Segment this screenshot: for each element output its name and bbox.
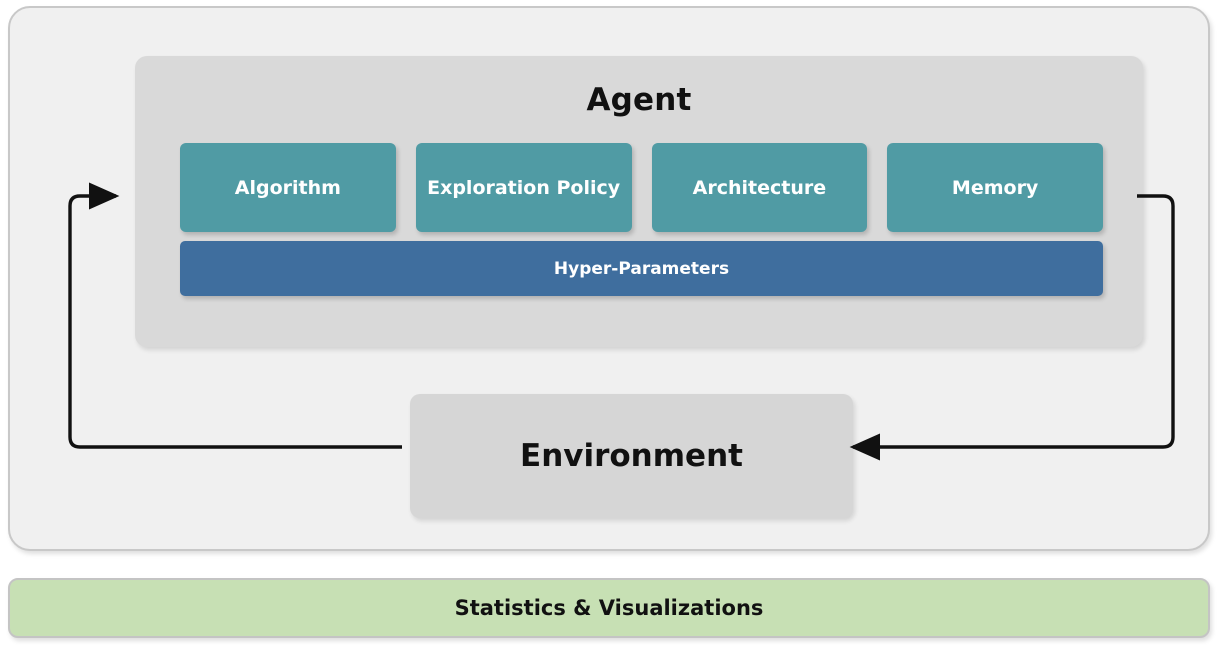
agent-component-row: Algorithm Exploration Policy Architectur… [180, 143, 1103, 232]
agent-component-memory[interactable]: Memory [887, 143, 1103, 232]
statistics-visualizations-label: Statistics & Visualizations [454, 596, 764, 620]
agent-panel[interactable]: Agent Algorithm Exploration Policy Archi… [135, 56, 1143, 347]
statistics-visualizations-bar[interactable]: Statistics & Visualizations [8, 578, 1210, 638]
environment-label: Environment [520, 438, 743, 474]
agent-panel-title: Agent [586, 82, 692, 118]
agent-component-exploration-policy[interactable]: Exploration Policy [415, 143, 632, 232]
environment-box[interactable]: Environment [410, 394, 853, 518]
hyper-parameters-bar[interactable]: Hyper-Parameters [180, 241, 1103, 296]
agent-component-architecture[interactable]: Architecture [651, 143, 868, 232]
diagram-outer-frame: Agent Algorithm Exploration Policy Archi… [8, 6, 1210, 551]
agent-component-algorithm[interactable]: Algorithm [180, 143, 396, 232]
